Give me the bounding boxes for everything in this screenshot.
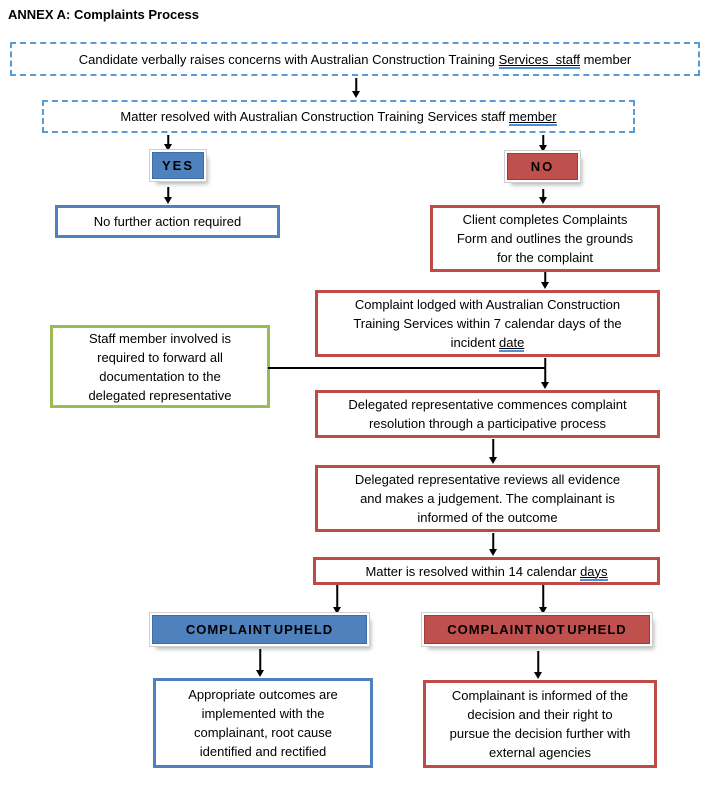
node-appropriate-outcomes: Appropriate outcomes are implemented wit…: [153, 678, 373, 768]
arrow-yes-to-no-action: [163, 187, 173, 204]
badge-yes: YES: [152, 152, 204, 179]
node-client-completes: Client completes Complaints Form and out…: [430, 205, 660, 272]
node-complaint-lodged: Complaint lodged with Australian Constru…: [315, 290, 660, 357]
node-matter-14-days-text: Matter is resolved within 14 calendar da…: [365, 562, 608, 581]
arrow-no-to-client: [538, 189, 548, 204]
arrow-resolved-to-no: [538, 135, 548, 152]
node-start-pre: Candidate verbally raises concerns with …: [78, 51, 499, 67]
node-start-text: Candidate verbally raises concerns with …: [78, 50, 632, 69]
node-staff-involved-text: Staff member involved is required to for…: [88, 330, 232, 403]
node-no-further-action-text: No further action required: [93, 214, 242, 229]
arrow-lodged-to-commences: [540, 358, 550, 389]
link-member[interactable]: member: [508, 109, 557, 126]
arrow-matter-to-upheld: [332, 585, 342, 614]
badge-no: NO: [507, 153, 578, 180]
node-matter-pre: Matter is resolved within 14 calendar: [365, 563, 581, 579]
node-reviews: Delegated representative reviews all evi…: [315, 465, 660, 532]
arrow-resolved-to-yes: [163, 135, 173, 151]
node-staff-involved: Staff member involved is required to for…: [50, 325, 270, 408]
node-complainant-informed-text: Complainant is informed of the decision …: [449, 688, 631, 760]
node-commences-text: Delegated representative commences compl…: [348, 397, 627, 431]
arrow-commences-to-reviews: [488, 439, 498, 464]
arrow-client-to-lodged: [540, 272, 550, 289]
node-no-further-action: No further action required: [55, 205, 280, 238]
node-resolved-pre: Matter resolved with Australian Construc…: [120, 109, 509, 124]
node-lodged-pre: Complaint lodged with Australian Constru…: [353, 297, 622, 350]
node-start-post: member: [579, 51, 632, 67]
arrow-matter-to-not-upheld: [538, 585, 548, 614]
link-days[interactable]: days: [580, 563, 608, 581]
badge-complaint-upheld: COMPLAINT UPHELD: [152, 615, 367, 644]
node-matter-14-days: Matter is resolved within 14 calendar da…: [313, 557, 660, 585]
node-reviews-text: Delegated representative reviews all evi…: [354, 472, 621, 525]
node-resolved-text: Matter resolved with Australian Construc…: [120, 107, 557, 126]
link-services-staff[interactable]: Services staff: [498, 51, 580, 69]
node-matter-resolved-staff: Matter resolved with Australian Construc…: [42, 100, 635, 133]
arrow-start-to-resolved: [351, 78, 361, 98]
arrow-reviews-to-matter: [488, 533, 498, 556]
arrow-not-upheld-to-informed: [533, 651, 543, 679]
node-commences: Delegated representative commences compl…: [315, 390, 660, 438]
link-date[interactable]: date: [499, 335, 525, 352]
page-title: ANNEX A: Complaints Process: [8, 7, 199, 22]
node-appropriate-outcomes-text: Appropriate outcomes are implemented wit…: [188, 687, 338, 759]
node-complainant-informed: Complainant is informed of the decision …: [423, 680, 657, 768]
arrow-upheld-to-outcomes: [255, 649, 265, 677]
node-start: Candidate verbally raises concerns with …: [10, 42, 700, 76]
node-complaint-lodged-text: Complaint lodged with Australian Constru…: [353, 295, 622, 352]
connector-staff-to-flow: [268, 367, 546, 369]
badge-complaint-not-upheld: COMPLAINT NOT UPHELD: [424, 615, 650, 644]
node-client-completes-text: Client completes Complaints Form and out…: [456, 212, 634, 265]
